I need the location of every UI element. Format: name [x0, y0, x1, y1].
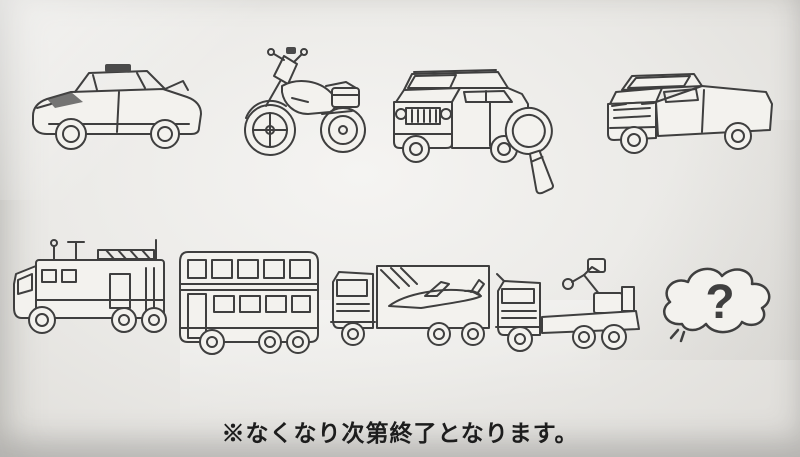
- cargo-truck-illustration: [325, 238, 495, 358]
- magnifier-illustration: [498, 100, 573, 200]
- police-motorcycle-icon: [244, 47, 366, 156]
- magnifying-glass-icon: [504, 106, 554, 195]
- double-decker-bus-illustration: [168, 232, 323, 357]
- cargo-truck-with-plane-icon: [330, 265, 490, 346]
- police-motorcycle-illustration: [230, 42, 380, 160]
- double-decker-bus-icon: [179, 251, 319, 355]
- pickup-truck-icon: [607, 73, 773, 154]
- crane-tow-truck-icon: [495, 258, 640, 352]
- availability-note: ※なくなり次第終了となります。: [221, 420, 579, 446]
- fire-command-truck-illustration: [6, 228, 171, 348]
- fire-command-truck-icon: [13, 239, 167, 334]
- police-sports-car-icon: [32, 64, 202, 150]
- mystery-cloud-illustration: ?: [648, 252, 788, 352]
- mystery-cloud-icon: ?: [663, 267, 771, 343]
- question-mark: ?: [705, 276, 734, 329]
- pickup-truck-illustration: [598, 48, 778, 156]
- police-sports-car-illustration: [25, 52, 210, 162]
- crane-tow-truck-illustration: [488, 245, 643, 357]
